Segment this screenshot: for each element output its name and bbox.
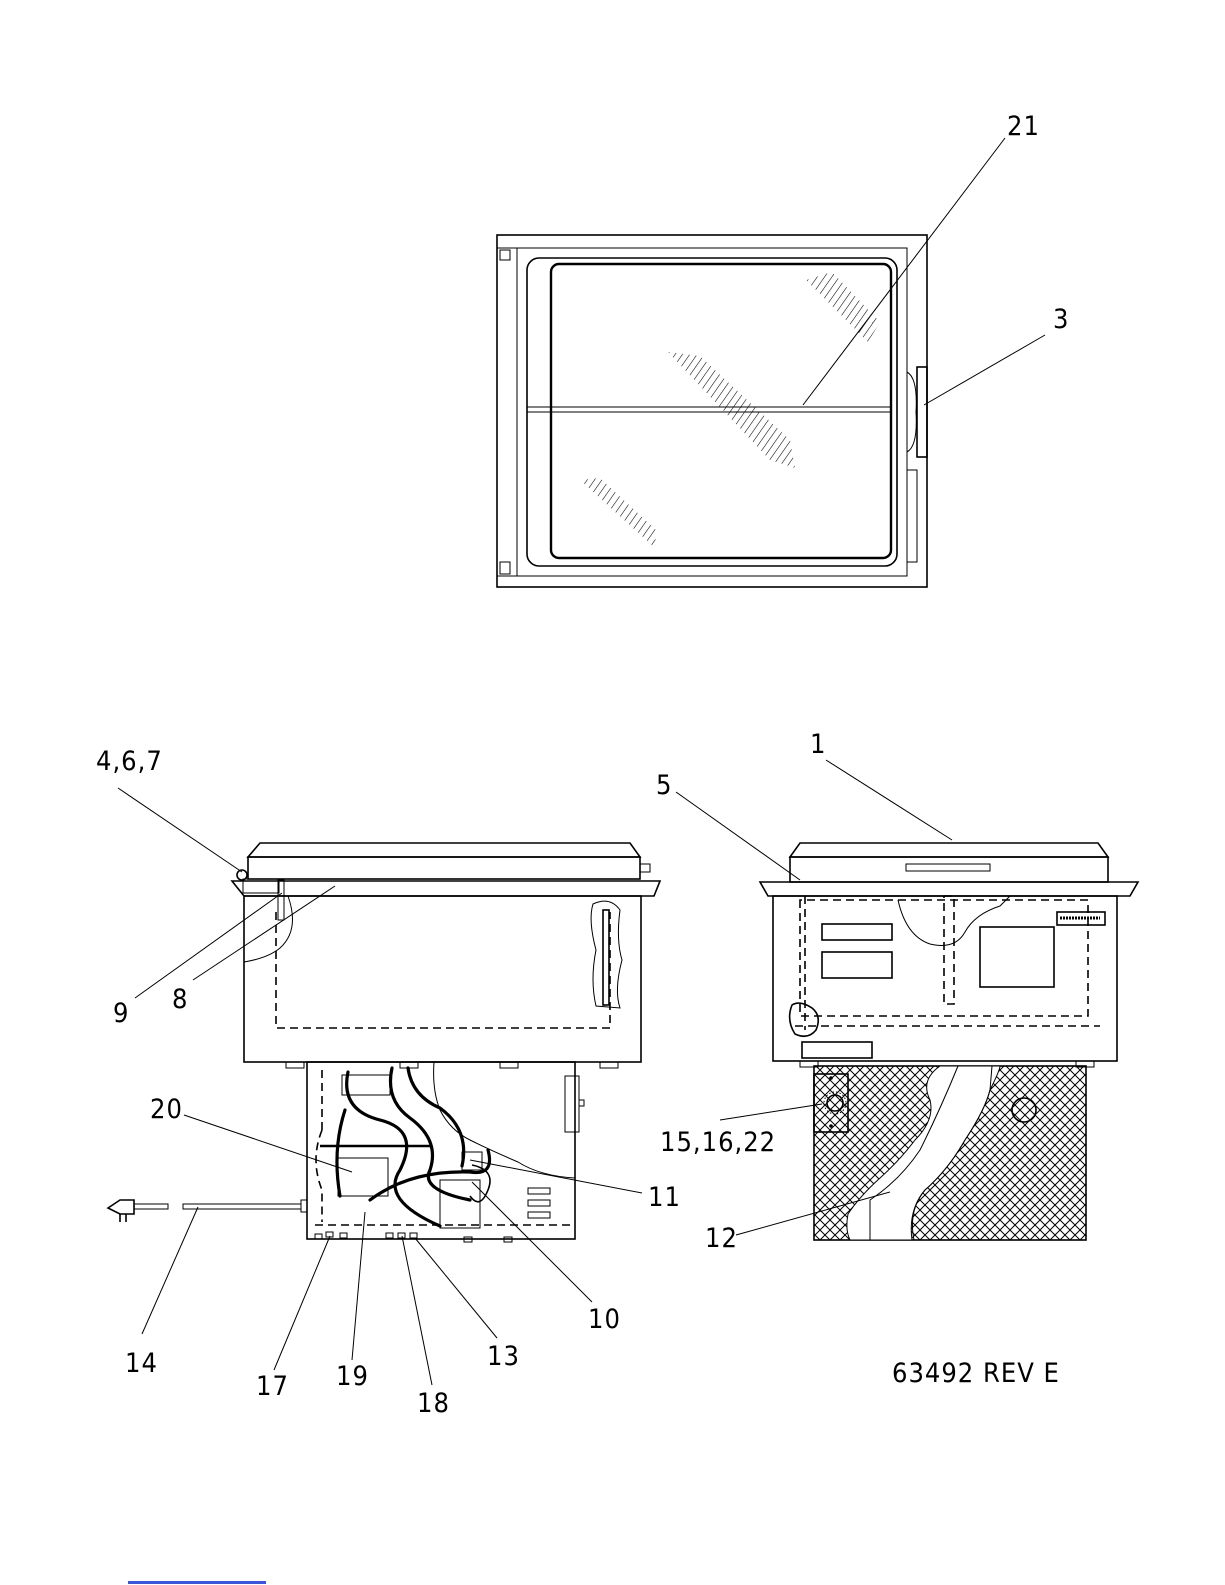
leader-3 [924,335,1045,405]
bottom-screws [315,1232,512,1242]
lid-top-view [497,235,927,587]
leader-18 [402,1236,432,1385]
leader-17 [274,1236,330,1370]
glare-hatch-1 [806,272,880,342]
foot-1 [286,1062,304,1068]
foot-4 [600,1062,618,1068]
callout-5: 5 [656,770,672,801]
data-plate [802,1042,872,1058]
cutaway-left [244,896,293,962]
insulation-hatch [434,1062,575,1178]
callout-21: 21 [1007,111,1040,142]
left-side-view [108,843,660,1242]
element-rod [603,910,609,1005]
callout-17: 17 [256,1371,289,1402]
panel-slot-2 [822,952,892,978]
leader-4-6-7 [118,788,242,872]
cutaway-bottom-left [790,1003,819,1036]
plug-body [108,1200,134,1214]
plug-cord [134,1204,168,1209]
right-front-view [760,843,1138,1240]
leader-1 [826,760,952,840]
bracket-screw-1 [829,1076,833,1080]
lid-body-right [790,857,1108,882]
callout-12: 12 [705,1223,738,1254]
switch-tab [579,1100,584,1106]
callout-20: 20 [150,1094,183,1125]
panel-slot-1 [822,924,892,940]
leader-13 [415,1238,497,1338]
lid-body [248,857,640,879]
leader-9 [135,893,282,998]
callout-4-6-7: 4,6,7 [96,746,163,777]
side-switch [565,1076,579,1132]
well-body [244,896,641,1062]
hinge-top [500,250,510,260]
lid-top [248,843,640,857]
power-cord [183,1204,301,1209]
drawing-number: 63492 REV E [892,1358,1060,1389]
leader-11 [470,1160,642,1193]
side-slot [907,470,917,562]
heat-sink-fins [528,1188,550,1218]
inner-pan-outline [276,912,610,1028]
callout-14: 14 [125,1348,158,1379]
leader-14 [142,1207,198,1334]
inner-dash-left [316,1130,322,1222]
lid-top-right [790,843,1108,857]
leader-8 [193,886,335,980]
lid-handle-right [906,864,990,871]
leader-5 [676,792,800,880]
callout-15-16-22: 15,16,22 [660,1127,776,1158]
panel-window [980,927,1054,987]
callout-19: 19 [336,1361,369,1392]
leader-19 [352,1212,365,1360]
cutaway-right [591,901,622,1008]
top-rim [232,881,660,896]
bracket-screw-2 [829,1124,833,1128]
cord-strain-relief [301,1200,307,1212]
callout-13: 13 [487,1341,520,1372]
callout-18: 18 [417,1388,450,1419]
lid-handle [917,367,927,457]
relay-housing [440,1180,480,1228]
hinge-strip [497,248,517,576]
top-rim-right [760,882,1138,896]
wire-3 [408,1068,464,1166]
wire-4 [337,1110,345,1196]
scroll-indicator[interactable] [128,1581,266,1584]
callout-10: 10 [588,1304,621,1335]
leader-20 [184,1115,352,1172]
foot-3 [500,1062,518,1068]
leader-15-16-22 [720,1104,822,1120]
hinge-bottom [500,562,510,574]
leader-21 [803,138,1005,405]
callout-9: 9 [113,998,129,1029]
glare-hatch-3 [580,478,656,548]
callout-1: 1 [810,729,826,760]
callout-8: 8 [172,984,188,1015]
terminal-block [342,1075,390,1095]
element-right [944,896,954,1004]
lid-outer-frame [497,235,927,587]
lid-knob [640,864,650,872]
callout-11: 11 [648,1182,681,1213]
transformer [338,1158,388,1196]
handle-curve [907,372,916,452]
glare-hatch-2 [668,352,795,468]
plug-prongs [120,1214,126,1222]
callout-3: 3 [1053,304,1069,335]
